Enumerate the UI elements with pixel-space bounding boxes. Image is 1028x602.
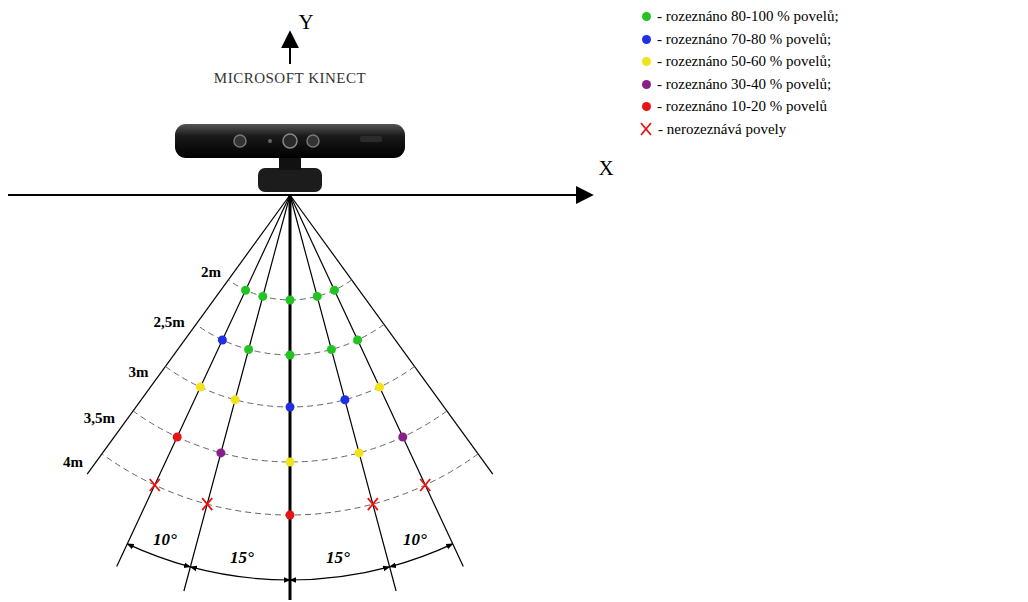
legend-row: - rozeznáno 80-100 % povelů; [640,8,839,25]
legend-row: - rozeznáno 50-60 % povelů; [640,53,831,70]
measurement-dot [340,395,349,404]
legend-row: - rozeznáno 10-20 % povelů [640,98,827,115]
x-axis [8,194,592,196]
legend-swatch [642,35,651,44]
measurement-dot [258,292,267,301]
no-recognition-mark [420,479,430,491]
measurement-dot [216,448,225,457]
axis-label: Y [298,11,313,34]
range-fan [87,195,493,600]
legend-x-mark [640,122,652,136]
angle-label: 15° [326,549,350,568]
measurement-dot [398,433,407,442]
measurement-dot [286,458,295,467]
measurement-dot [196,383,205,392]
angle-label: 10° [153,531,177,550]
angle-arc [190,567,290,580]
no-recognition-mark [368,498,378,510]
kinect-sensor [175,124,405,192]
no-recognition-mark [202,498,212,510]
measurement-dot [330,286,339,295]
legend-swatch [642,57,651,66]
no-recognition-mark [368,498,378,510]
measurement-dot [355,448,364,457]
measurement-dot [353,336,362,345]
distance-arc [196,324,384,355]
range-ray [184,195,290,591]
distance-label: 4m [63,454,83,471]
legend-text: - rozeznáno 80-100 % povelů; [657,8,839,25]
measurement-dot [286,403,295,412]
axis-label: X [598,157,613,180]
measurement-dot [313,292,322,301]
legend-swatch [642,102,651,111]
distance-label: 2,5m [154,314,185,331]
range-ray [289,195,292,600]
range-ray [290,195,493,474]
measurement-dot [286,296,295,305]
angle-label: 15° [230,549,254,568]
legend-row: - rozeznáno 30-40 % povelů; [640,76,831,93]
no-recognition-mark [420,479,430,491]
measurement-dot [327,345,336,354]
measurement-dot [231,395,240,404]
measurement-dot [286,511,295,520]
distance-label: 3m [128,364,148,381]
legend-row: - nerozeznává povely [640,121,786,138]
legend-text: - rozeznáno 10-20 % povelů [657,98,827,115]
no-recognition-mark [150,479,160,491]
measurement-dot [375,383,384,392]
device-name: MICROSOFT KINECT [214,70,366,87]
measurement-dot [241,286,250,295]
range-ray [117,195,290,567]
distance-arc [165,367,414,407]
angle-label: 10° [403,531,427,550]
legend-text: - nerozeznává povely [658,121,786,138]
legend-text: - rozeznáno 70-80 % povelů; [657,31,831,48]
range-ray [87,195,290,474]
range-ray [290,195,463,567]
distance-label: 2m [201,264,221,281]
legend-swatch [642,12,651,21]
measurement-dot [173,433,182,442]
legend-text: - rozeznáno 30-40 % povelů; [657,76,831,93]
distance-arc [102,454,478,515]
distance-label: 3,5m [84,410,115,427]
distance-arc [133,411,447,462]
no-recognition-mark [150,479,160,491]
no-recognition-mark [202,498,212,510]
legend-row: - rozeznáno 70-80 % povelů; [640,31,831,48]
legend-swatch [642,80,651,89]
range-ray [290,195,396,591]
measurement-dot [244,345,253,354]
legend-text: - rozeznáno 50-60 % povelů; [657,53,831,70]
y-axis [289,32,291,64]
measurement-dot [286,351,295,360]
measurement-dot [218,336,227,345]
angle-arc [290,567,390,580]
